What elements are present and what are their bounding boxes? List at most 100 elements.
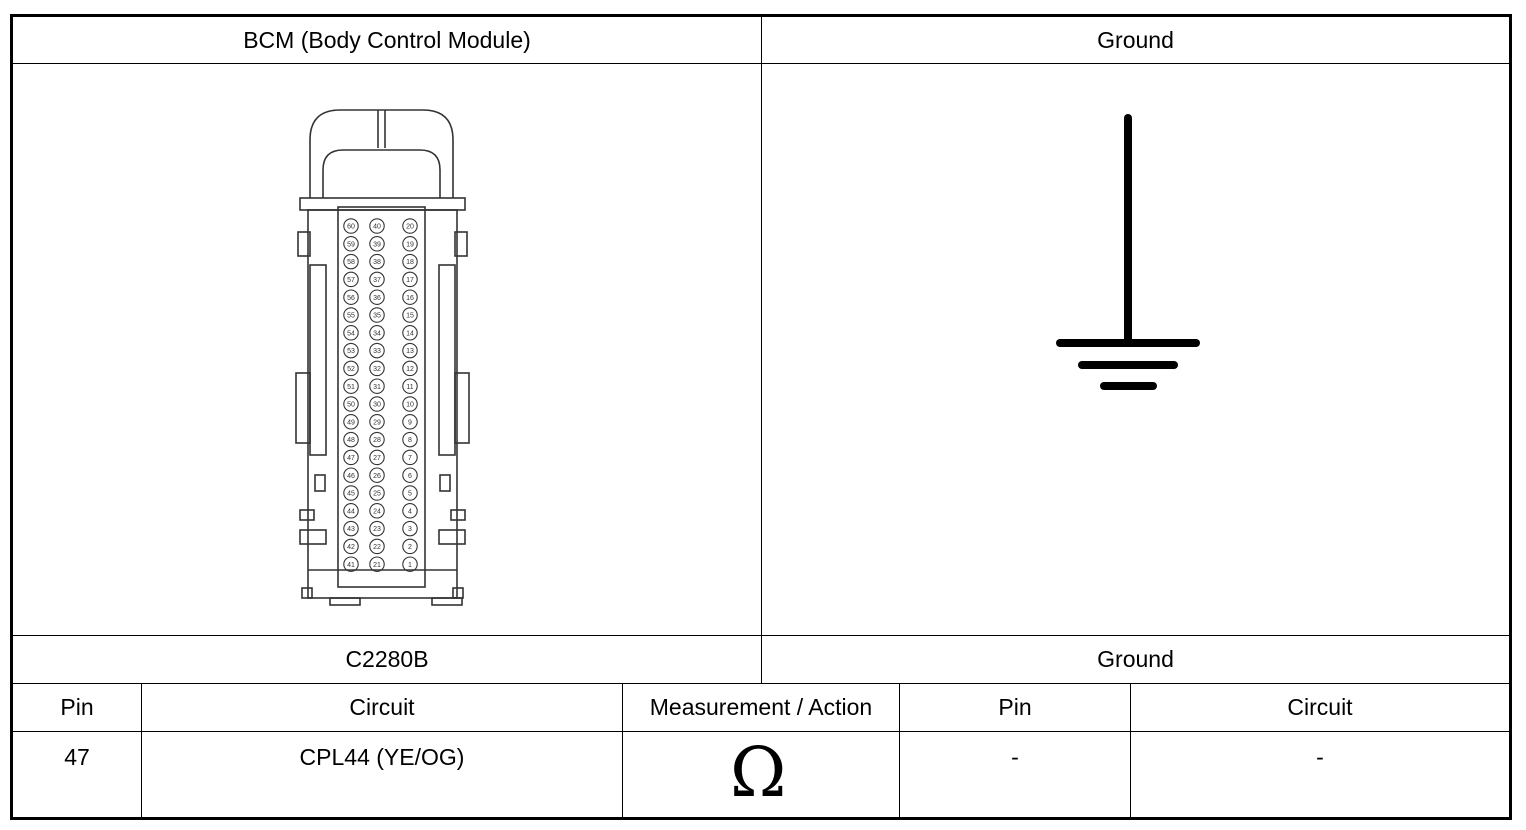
connector-pin: 40 xyxy=(369,218,385,234)
connector-pin: 18 xyxy=(402,253,418,270)
connector-pin: 39 xyxy=(369,236,385,252)
connector-pin: 24 xyxy=(369,503,385,519)
svg-text:31: 31 xyxy=(373,384,381,391)
svg-text:34: 34 xyxy=(373,330,381,337)
connector-pin: 36 xyxy=(369,289,385,305)
svg-text:24: 24 xyxy=(373,508,381,515)
svg-text:45: 45 xyxy=(347,491,355,498)
svg-text:4: 4 xyxy=(408,508,412,515)
connector-pin: 31 xyxy=(369,378,385,394)
svg-text:49: 49 xyxy=(347,419,355,426)
connector-pin: 41 xyxy=(343,556,359,572)
svg-text:56: 56 xyxy=(347,295,355,302)
connector-pin: 11 xyxy=(402,378,418,394)
svg-text:44: 44 xyxy=(347,508,355,515)
column-header-ground-circuit: Circuit xyxy=(1287,694,1353,720)
connector-pin: 15 xyxy=(402,307,418,323)
column-header-circuit: Circuit xyxy=(349,694,415,720)
bcm-title: BCM (Body Control Module) xyxy=(243,26,531,53)
connector-pin: 5 xyxy=(402,485,418,501)
connector-pin: 58 xyxy=(343,253,359,270)
connector-pin: 7 xyxy=(402,449,418,466)
svg-text:36: 36 xyxy=(373,295,381,302)
svg-text:6: 6 xyxy=(408,473,412,480)
connector-pin: 55 xyxy=(343,307,359,323)
svg-text:16: 16 xyxy=(406,295,414,302)
column-header-measurement: Measurement / Action xyxy=(649,694,873,720)
connector-pin: 10 xyxy=(402,396,418,412)
connector-pin: 33 xyxy=(369,342,385,359)
svg-text:13: 13 xyxy=(406,348,414,355)
connector-pin: 16 xyxy=(402,289,418,305)
svg-text:38: 38 xyxy=(373,259,381,266)
connector-pin: 47 xyxy=(343,449,359,466)
svg-text:28: 28 xyxy=(373,437,381,444)
svg-text:59: 59 xyxy=(347,241,355,248)
connector-pin: 13 xyxy=(402,342,418,359)
svg-text:21: 21 xyxy=(373,562,381,569)
connector-pin: 27 xyxy=(369,449,385,466)
connector-pin: 52 xyxy=(343,360,359,377)
svg-text:32: 32 xyxy=(373,366,381,373)
svg-text:46: 46 xyxy=(347,473,355,480)
svg-text:10: 10 xyxy=(406,402,414,409)
connector-pin: 46 xyxy=(343,467,359,483)
divider xyxy=(1130,684,1131,818)
connector-pin: 21 xyxy=(369,556,385,572)
divider xyxy=(622,684,623,818)
svg-text:11: 11 xyxy=(406,384,413,391)
connector-pin: 1 xyxy=(402,556,418,572)
svg-text:30: 30 xyxy=(373,402,381,409)
svg-text:12: 12 xyxy=(406,366,414,373)
connector-pin: 9 xyxy=(402,414,418,430)
ground-title: Ground xyxy=(1097,26,1174,53)
pin-value: 47 xyxy=(64,744,90,770)
ground-label: Ground xyxy=(1097,646,1174,672)
connector-pin: 51 xyxy=(343,378,359,394)
diagram-frame xyxy=(10,14,1512,820)
svg-text:19: 19 xyxy=(406,241,414,248)
svg-text:7: 7 xyxy=(408,455,412,462)
connector-pin: 50 xyxy=(343,396,359,412)
svg-text:1: 1 xyxy=(408,562,412,569)
svg-text:18: 18 xyxy=(406,259,414,266)
connector-pin: 26 xyxy=(369,467,385,483)
svg-text:51: 51 xyxy=(347,384,355,391)
connector-pin: 53 xyxy=(343,342,359,359)
svg-text:52: 52 xyxy=(347,366,355,373)
connector-pin: 48 xyxy=(343,431,359,448)
circuit-value: CPL44 (YE/OG) xyxy=(299,744,465,770)
svg-text:43: 43 xyxy=(347,526,355,533)
connector-pin: 3 xyxy=(402,520,418,537)
svg-text:29: 29 xyxy=(373,419,381,426)
connector-pin: 6 xyxy=(402,467,418,483)
svg-text:8: 8 xyxy=(408,437,412,444)
connector-pin: 30 xyxy=(369,396,385,412)
svg-text:54: 54 xyxy=(347,330,355,337)
svg-text:3: 3 xyxy=(408,526,412,533)
svg-text:50: 50 xyxy=(347,402,355,409)
connector-pin: 37 xyxy=(369,271,385,288)
svg-text:17: 17 xyxy=(406,277,414,284)
connector-pin: 59 xyxy=(343,236,359,252)
svg-text:20: 20 xyxy=(406,224,414,231)
connector-pin: 49 xyxy=(343,414,359,430)
divider xyxy=(761,16,762,684)
svg-text:40: 40 xyxy=(373,224,381,231)
ground-symbol-icon xyxy=(1050,110,1210,400)
connector-pin: 28 xyxy=(369,431,385,448)
connector-pin: 60 xyxy=(343,218,359,234)
connector-pin: 38 xyxy=(369,253,385,270)
connector-pin: 29 xyxy=(369,414,385,430)
connector-pin: 23 xyxy=(369,520,385,537)
svg-text:15: 15 xyxy=(406,313,414,320)
svg-text:33: 33 xyxy=(373,348,381,355)
connector-pin: 8 xyxy=(402,431,418,448)
connector-pin: 4 xyxy=(402,503,418,519)
connector-pin: 56 xyxy=(343,289,359,305)
connector-pin: 43 xyxy=(343,520,359,537)
svg-text:58: 58 xyxy=(347,259,355,266)
connector-pin: 44 xyxy=(343,503,359,519)
connector-pin: 34 xyxy=(369,325,385,341)
